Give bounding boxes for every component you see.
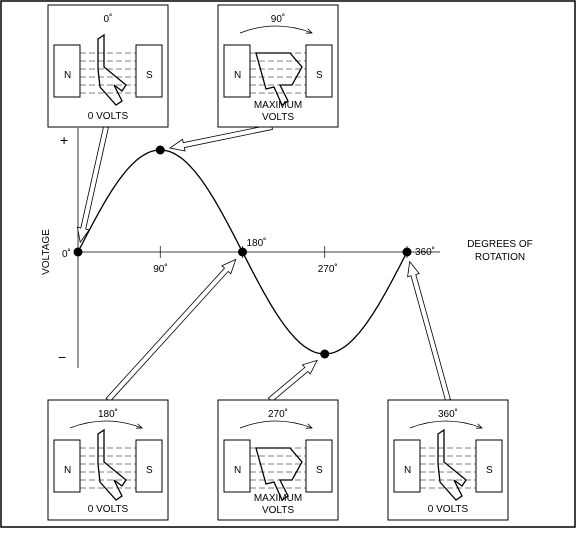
point-180	[238, 247, 247, 257]
panel-angle-label: 90˚	[271, 13, 285, 25]
armature-coil-icon	[437, 428, 467, 501]
rotation-arrow-icon	[239, 25, 312, 33]
tick-label-270: 270˚	[318, 263, 338, 275]
callout-arrow-360	[407, 260, 451, 402]
panel-angle-label: 360˚	[438, 408, 458, 420]
tick-label-360: 360˚	[415, 246, 435, 258]
tick-label-90: 90˚	[153, 263, 167, 275]
magnet-north-pole	[53, 44, 81, 98]
callout-arrow-270	[267, 359, 318, 403]
north-pole-label: N	[404, 465, 411, 476]
point-90	[155, 145, 165, 155]
magnet-south-pole	[135, 44, 163, 98]
point-270	[320, 349, 330, 359]
panel-caption-line1: 0 VOLTS	[88, 111, 129, 122]
rotation-arrow-icon	[69, 420, 142, 428]
north-pole-label: N	[234, 70, 241, 81]
magnet-south-pole	[135, 439, 163, 493]
north-pole-label: N	[64, 70, 71, 81]
callout-arrow-90	[169, 124, 273, 152]
generator-panel-2: 180˚ N S 0 VOLTS	[47, 399, 169, 521]
magnet-north-pole	[223, 44, 251, 98]
south-pole-label: S	[316, 465, 323, 476]
panel-angle-label: 180˚	[98, 408, 118, 420]
panel-caption-line2: VOLTS	[262, 505, 294, 516]
panel-angle-label: 270˚	[268, 408, 288, 420]
tick-label-180: 180˚	[247, 237, 267, 249]
armature-coil-icon	[255, 447, 303, 501]
magnetic-flux-lines	[80, 52, 136, 94]
armature-coil-icon	[97, 33, 127, 106]
rotation-axis-label-line1: DEGREES OF	[467, 239, 533, 250]
panel-caption-line1: 0 VOLTS	[428, 504, 469, 515]
panel-caption-line2: VOLTS	[262, 112, 294, 123]
panel-caption-line1: MAXIMUM	[254, 100, 302, 111]
south-pole-label: S	[316, 70, 323, 81]
generator-panel-4: 360˚ N S 0 VOLTS	[387, 399, 509, 521]
panel-caption-line1: MAXIMUM	[254, 493, 302, 504]
zero-degree-label: 0˚	[62, 248, 71, 260]
magnet-south-pole	[475, 439, 503, 493]
minus-sign: −	[58, 349, 66, 365]
magnet-south-pole	[305, 439, 333, 493]
callout-arrow-180	[105, 258, 237, 403]
south-pole-label: S	[146, 70, 153, 81]
magnet-north-pole	[393, 439, 421, 493]
tick-labels: 90˚ 180˚ 270˚ 360˚	[153, 237, 435, 275]
point-360	[402, 247, 412, 257]
north-pole-label: N	[64, 465, 71, 476]
rotation-points	[73, 145, 412, 359]
magnet-north-pole	[53, 439, 81, 493]
voltage-axis-label: VOLTAGE	[41, 229, 52, 275]
rotation-arrow-icon	[409, 420, 482, 428]
south-pole-label: S	[486, 465, 493, 476]
armature-coil-icon	[97, 428, 127, 501]
callout-arrows	[76, 124, 451, 403]
magnet-north-pole	[223, 439, 251, 493]
plus-sign: +	[60, 132, 68, 148]
armature-coil-icon	[255, 52, 303, 106]
panel-angle-label: 0˚	[104, 13, 113, 25]
panel-caption-line1: 0 VOLTS	[88, 504, 129, 515]
point-0	[73, 247, 83, 257]
rotation-arrow-icon	[239, 420, 312, 428]
callout-arrow-0	[76, 126, 109, 244]
south-pole-label: S	[146, 465, 153, 476]
north-pole-label: N	[234, 465, 241, 476]
rotation-axis-label-line2: ROTATION	[475, 252, 525, 263]
magnet-south-pole	[305, 44, 333, 98]
generator-panel-0: 0˚ N S 0 VOLTS	[47, 4, 169, 128]
